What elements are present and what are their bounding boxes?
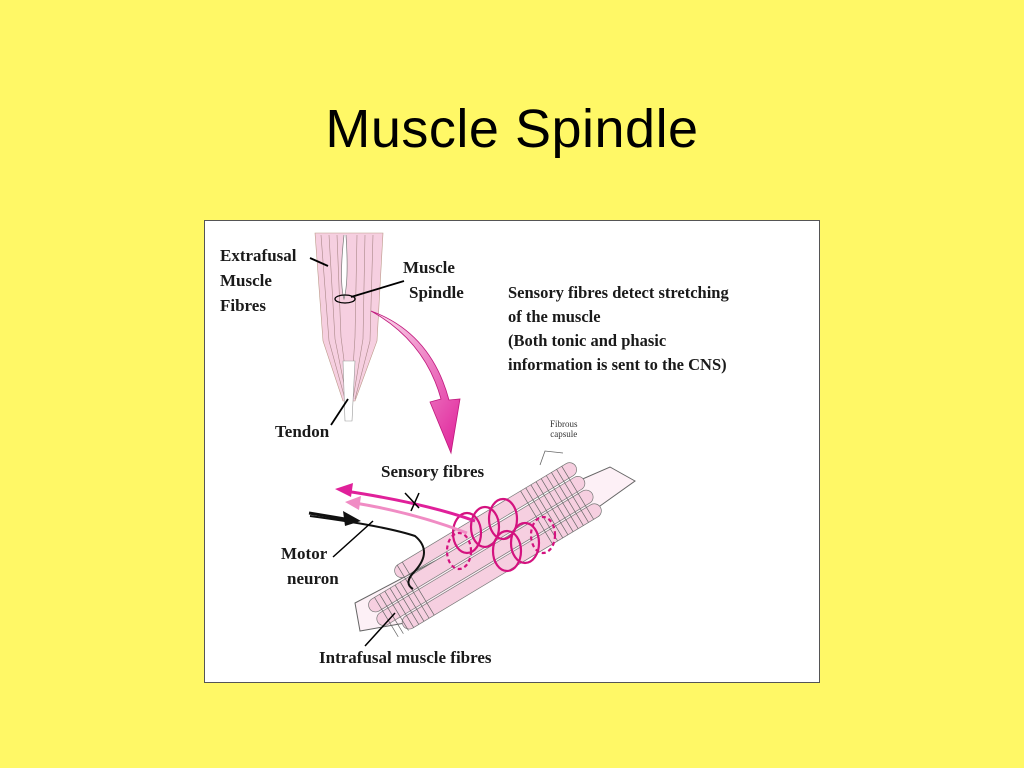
diagram-artwork bbox=[308, 232, 636, 647]
sensory-spirals bbox=[445, 497, 557, 573]
extrafusal-label: Extrafusal Muscle Fibres bbox=[220, 246, 297, 315]
fibrous-capsule-label: Fibrous capsule bbox=[550, 419, 578, 439]
leader-lines-top bbox=[309, 257, 405, 426]
slide-title: Muscle Spindle bbox=[325, 99, 699, 159]
sensory-fibre-arrows bbox=[335, 483, 476, 535]
muscle-spindle-figure: Extrafusal Muscle Fibres Muscle Spindle … bbox=[204, 220, 820, 683]
description-text: Sensory fibres detect stretching of the … bbox=[508, 283, 729, 374]
motor-neuron bbox=[308, 511, 425, 590]
zoom-arrow bbox=[370, 310, 461, 455]
motor-neuron-label: Motor neuron bbox=[281, 544, 339, 588]
muscle-spindle-label: Muscle Spindle bbox=[403, 258, 464, 302]
intrafusal-label: Intrafusal muscle fibres bbox=[319, 648, 492, 667]
leader-lines-bottom bbox=[332, 492, 420, 647]
sensory-fibres-label: Sensory fibres bbox=[381, 462, 485, 481]
extrafusal-muscle bbox=[314, 232, 384, 422]
tendon-label: Tendon bbox=[275, 422, 330, 441]
